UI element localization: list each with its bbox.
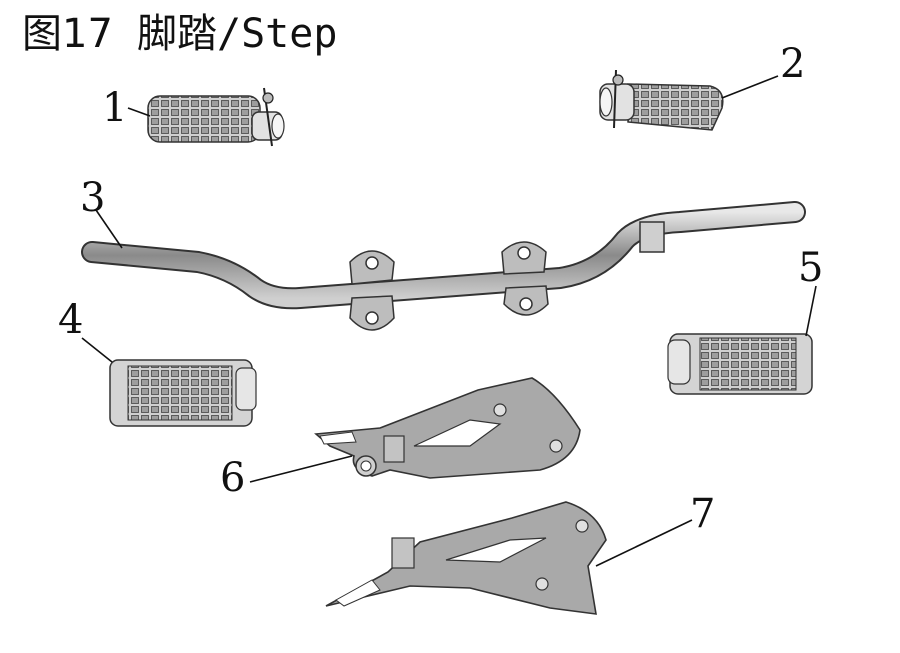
leader-line-2 xyxy=(721,75,779,99)
leader-line-5 xyxy=(805,285,817,337)
leader-line-3 xyxy=(95,209,123,249)
leader-line-1 xyxy=(127,107,151,117)
title-separator: / xyxy=(217,11,242,57)
part-1-footrest xyxy=(147,87,285,147)
callout-4: 4 xyxy=(58,297,84,343)
callout-6: 6 xyxy=(220,455,246,501)
callout-2: 2 xyxy=(780,41,806,87)
leader-lines xyxy=(81,75,817,567)
callout-1: 1 xyxy=(102,85,128,131)
figure-title: 图17 脚踏/Step xyxy=(22,10,337,58)
figure-number: 图17 xyxy=(22,11,113,57)
leader-line-6 xyxy=(249,455,353,483)
part-4-footrest-rubber xyxy=(109,359,257,427)
callout-5: 5 xyxy=(798,245,824,291)
part-6-footrest-bracket xyxy=(314,377,581,479)
callout-7: 7 xyxy=(690,491,716,537)
part-2-footrest xyxy=(599,69,724,131)
part-5-footrest-rubber xyxy=(667,333,813,395)
part-7-footrest-bracket xyxy=(325,501,607,615)
part-3-foot-bar xyxy=(81,201,806,331)
figure-name-zh: 脚踏 xyxy=(137,11,217,57)
callout-3: 3 xyxy=(80,175,106,221)
leader-line-4 xyxy=(81,337,113,363)
figure-name-en: Step xyxy=(241,11,338,57)
leader-line-7 xyxy=(595,519,693,567)
